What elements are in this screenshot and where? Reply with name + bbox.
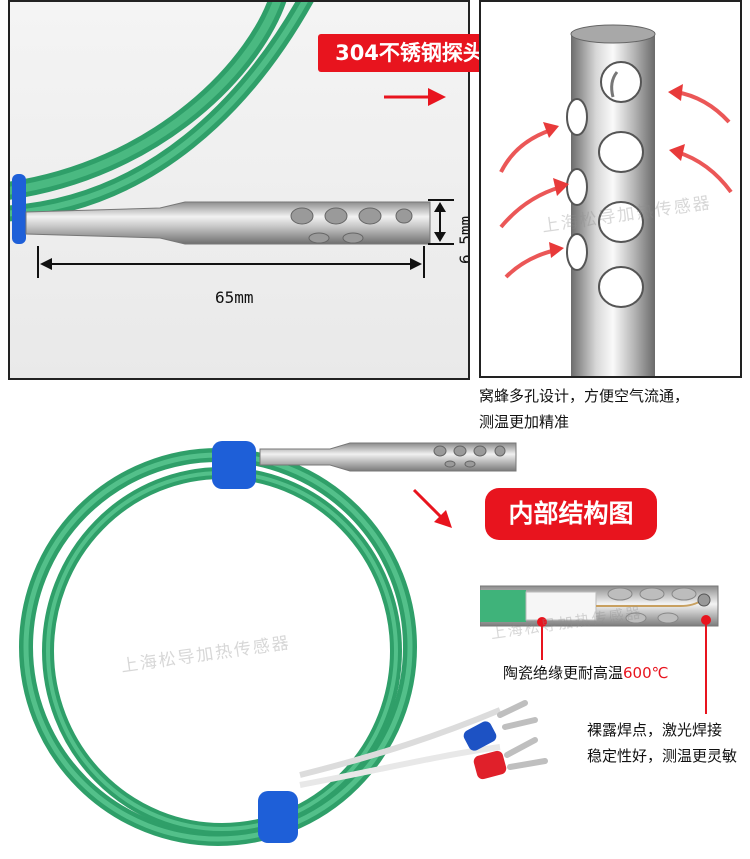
top-blue-strap bbox=[212, 441, 256, 489]
honeycomb-note: 窝蜂多孔设计，方便空气流通， 测温更加精准 bbox=[479, 383, 747, 435]
weld-pointer-dot bbox=[701, 615, 711, 625]
length-dimension-arrow bbox=[37, 246, 425, 278]
blue-strap bbox=[12, 174, 26, 244]
weld-note: 裸露焊点，激光焊接 稳定性好，测温更灵敏 bbox=[587, 717, 750, 769]
internal-structure-photo bbox=[480, 585, 719, 664]
arrow-down-right-icon bbox=[412, 488, 452, 528]
ceramic-note-temp: 600℃ bbox=[623, 664, 669, 682]
probe-holes bbox=[290, 207, 413, 244]
diameter-dimension-arrow bbox=[428, 199, 454, 245]
probe-closeup-photo bbox=[499, 24, 733, 376]
length-label: 65mm bbox=[215, 288, 254, 307]
airflow-arrows bbox=[499, 84, 733, 279]
probe-closeup-panel: 上海松导加热传感器 bbox=[479, 0, 742, 378]
probe-dimension-photo bbox=[10, 2, 454, 278]
ceramic-note-text: 陶瓷绝缘更耐高温 bbox=[503, 664, 624, 682]
ceramic-pointer-dot bbox=[537, 617, 547, 627]
bottom-blue-strap bbox=[258, 791, 298, 843]
arrow-right-icon bbox=[384, 88, 446, 106]
weld-pointer-line bbox=[705, 662, 707, 714]
lead-wire-white bbox=[299, 707, 502, 778]
ceramic-note: 陶瓷绝缘更耐高温600℃ bbox=[503, 662, 669, 683]
internal-structure-title: 内部结构图 bbox=[485, 488, 657, 540]
probe-title-label: 304不锈钢探头 bbox=[318, 34, 501, 72]
weld-note-line2: 稳定性好，测温更灵敏 bbox=[587, 747, 738, 765]
red-terminal bbox=[473, 737, 548, 780]
weld-note-line1: 裸露焊点，激光焊接 bbox=[587, 721, 723, 739]
honeycomb-note-line2: 测温更加精准 bbox=[479, 413, 570, 431]
product-coil-photo bbox=[19, 441, 548, 846]
diameter-label: 6.5mm bbox=[456, 215, 470, 264]
blue-terminal bbox=[463, 700, 538, 751]
honeycomb-note-line1: 窝蜂多孔设计，方便空气流通， bbox=[479, 387, 690, 405]
